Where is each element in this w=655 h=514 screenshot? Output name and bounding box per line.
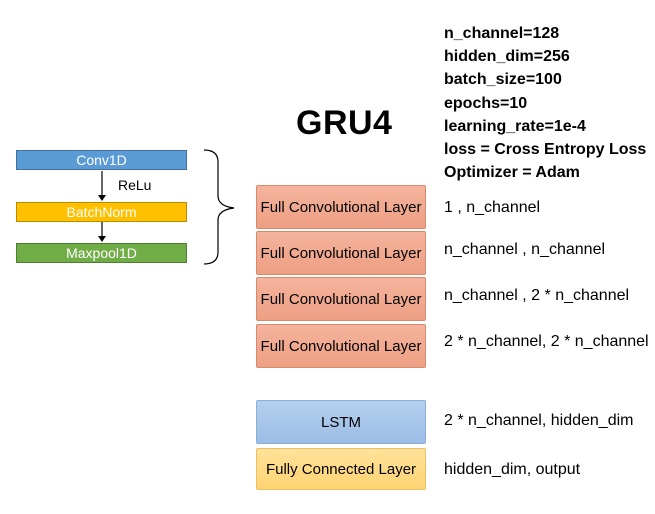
curly-brace bbox=[203, 149, 235, 265]
layer-dims: 2 * n_channel, hidden_dim bbox=[444, 412, 634, 429]
conv-layer-4: Full Convolutional Layer bbox=[256, 324, 426, 368]
conv-layer-2: Full Convolutional Layer bbox=[256, 231, 426, 275]
arrow-head bbox=[98, 195, 106, 201]
relu-label: ReLu bbox=[118, 177, 152, 193]
batchnorm-box: BatchNorm bbox=[16, 202, 187, 222]
layer-dims: hidden_dim, output bbox=[444, 461, 581, 478]
arrow-head bbox=[98, 236, 106, 242]
hyperparameters: n_channel=128 hidden_dim=256 batch_size=… bbox=[444, 22, 646, 184]
layer-dims: 2 * n_channel, 2 * n_channel bbox=[444, 333, 649, 350]
layer-dims: 1 , n_channel bbox=[444, 199, 541, 216]
conv-layer-3: Full Convolutional Layer bbox=[256, 277, 426, 321]
maxpool1d-box: Maxpool1D bbox=[16, 243, 187, 263]
param-line: Optimizer = Adam bbox=[444, 164, 580, 182]
diagram-title: GRU4 bbox=[296, 104, 393, 142]
param-line: loss = Cross Entropy Loss bbox=[444, 141, 647, 159]
conv1d-box: Conv1D bbox=[16, 150, 187, 170]
param-line: n_channel=128 bbox=[444, 25, 560, 42]
layer-dims: n_channel , 2 * n_channel bbox=[444, 287, 630, 304]
fc-layer: Fully Connected Layer bbox=[256, 448, 426, 490]
param-line: hidden_dim=256 bbox=[444, 48, 570, 66]
param-line: batch_size=100 bbox=[444, 71, 562, 89]
layer-dims: n_channel , n_channel bbox=[444, 241, 606, 258]
conv-layer-1: Full Convolutional Layer bbox=[256, 185, 426, 229]
param-line: learning_rate=1e-4 bbox=[444, 117, 586, 135]
lstm-layer: LSTM bbox=[256, 400, 426, 444]
param-line: epochs=10 bbox=[444, 94, 528, 112]
